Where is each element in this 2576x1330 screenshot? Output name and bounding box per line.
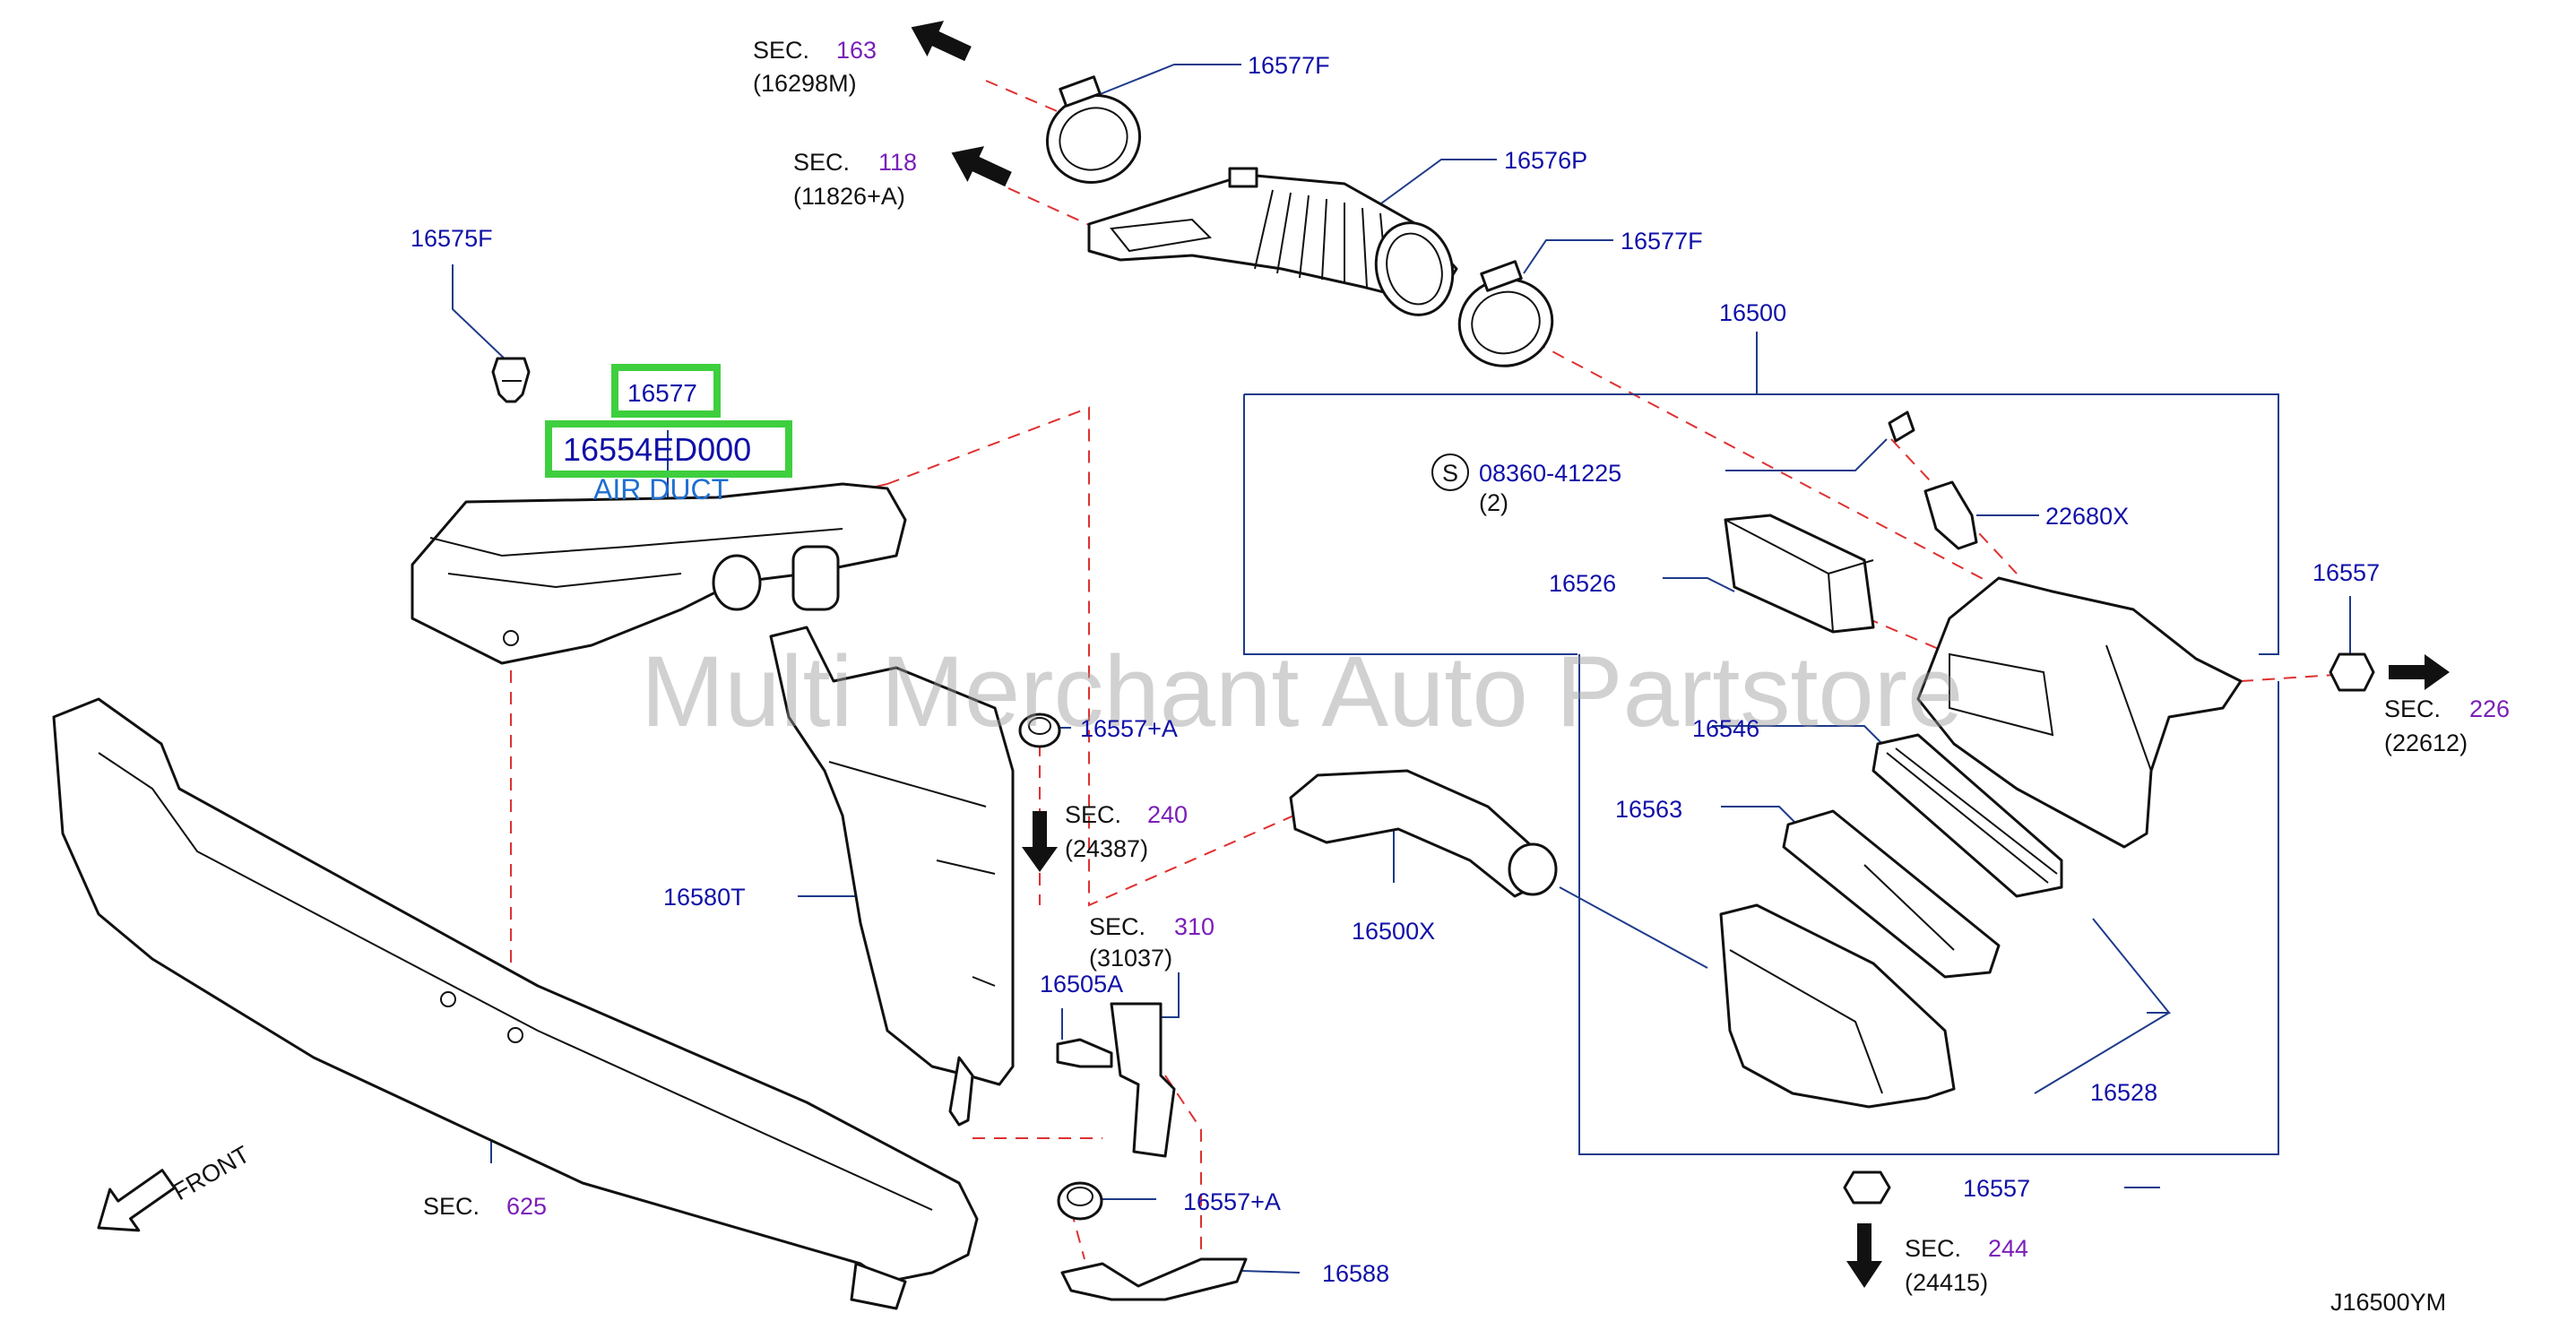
section-310: SEC. 310 (31037) — [1089, 913, 1215, 972]
highlight-air-duct: 16577 16554ED000 AIR DUCT — [545, 364, 792, 505]
label-16557-bottom: 16557 — [1963, 1175, 2030, 1202]
label-16577F-top: 16577F — [1248, 52, 1330, 79]
label-16577F-mid: 16577F — [1621, 228, 1703, 255]
sec163-num: 163 — [836, 37, 877, 64]
sec226-num: 226 — [2469, 695, 2510, 722]
arrow-sec240-icon — [1022, 811, 1058, 872]
highlight-part-number: 16554ED000 — [563, 431, 751, 468]
arrows — [97, 21, 2450, 1288]
sec244-sub: (24415) — [1905, 1269, 1988, 1296]
sec163-sub: (16298M) — [753, 70, 857, 97]
part-labels: 16577F 16576P 16577F 16575F 16500 S 0836… — [411, 52, 2380, 1287]
section-625: SEC. 625 — [423, 1193, 547, 1220]
part-clip-16575F — [491, 357, 531, 403]
sec244-word: SEC. — [1905, 1235, 1961, 1262]
label-16557-right: 16557 — [2312, 559, 2380, 586]
label-16500: 16500 — [1719, 299, 1786, 326]
part-hose-16576P — [1087, 167, 1458, 316]
sec118-word: SEC. — [793, 149, 850, 176]
label-16546: 16546 — [1692, 715, 1759, 742]
sec310-num: 310 — [1174, 913, 1215, 940]
label-16575F: 16575F — [411, 225, 493, 252]
diagram-code: J16500YM — [2330, 1289, 2446, 1316]
label-16505A: 16505A — [1040, 971, 1123, 998]
part-grommet-16557-right — [2329, 652, 2375, 692]
sec118-num: 118 — [878, 149, 917, 176]
arrow-sec244-icon — [1846, 1223, 1882, 1288]
arrow-front-icon — [97, 1169, 177, 1232]
part-grommet-16557-bottom — [1843, 1170, 1891, 1205]
part-air-cleaner-upper — [1916, 576, 2243, 849]
sec310-sub: (31037) — [1089, 945, 1172, 972]
label-16557A-bottom: 16557+A — [1183, 1188, 1281, 1215]
part-air-duct-16577 — [411, 482, 907, 665]
part-bracket-16588 — [1060, 1257, 1248, 1301]
label-16557A-top: 16557+A — [1080, 715, 1178, 742]
section-refs: SEC. 163 (16298M) SEC. 118 (11826+A) SEC… — [423, 37, 2510, 1296]
sec310-word: SEC. — [1089, 913, 1145, 940]
sec244-num: 244 — [1988, 1235, 2028, 1262]
label-16528: 16528 — [2090, 1079, 2157, 1106]
arrow-sec226-icon — [2389, 654, 2450, 690]
highlight-name: AIR DUCT — [593, 473, 729, 505]
sec240-num: 240 — [1147, 801, 1188, 828]
label-22680X: 22680X — [2045, 503, 2129, 530]
sec625-word: SEC. — [423, 1193, 480, 1220]
assembly-box-16500 — [1243, 332, 2279, 1155]
label-16580T: 16580T — [663, 884, 746, 911]
sec226-word: SEC. — [2384, 695, 2441, 722]
watermark: Multi Merchant Auto Partstore — [641, 635, 1963, 747]
sec240-sub: (24387) — [1065, 835, 1148, 862]
part-filter-16526 — [1724, 514, 1875, 634]
section-163: SEC. 163 (16298M) — [753, 37, 877, 97]
highlight-box-number — [545, 420, 792, 478]
label-16526: 16526 — [1549, 570, 1616, 597]
front-label: FRONT — [169, 1141, 255, 1205]
label-s-symbol: S — [1442, 460, 1458, 487]
part-clamp-16577F-mid — [1457, 260, 1554, 367]
part-duct-16500X — [1289, 769, 1558, 898]
label-16500X: 16500X — [1352, 918, 1435, 945]
part-bracket-16505A — [1056, 1002, 1176, 1158]
label-16563: 16563 — [1615, 796, 1682, 823]
highlight-part: 16577 — [627, 379, 697, 407]
highlight-box-part — [611, 364, 721, 418]
part-filter-element-16546 — [1871, 733, 2063, 898]
sec163-word: SEC. — [753, 37, 809, 64]
leader-lines — [452, 64, 2351, 1274]
part-bolt-08360 — [1888, 410, 1915, 443]
sec625-num: 625 — [506, 1193, 547, 1220]
sec226-sub: (22612) — [2384, 730, 2468, 756]
section-226: SEC. 226 (22612) — [2384, 695, 2510, 756]
part-air-cleaner-lower-16528 — [1719, 903, 1956, 1109]
section-118: SEC. 118 (11826+A) — [793, 149, 917, 210]
label-16588: 16588 — [1322, 1260, 1389, 1287]
part-grommet-16557A-bottom — [1057, 1181, 1103, 1221]
part-frame-16563 — [1782, 809, 2001, 979]
section-240: SEC. 240 (24387) — [1065, 801, 1188, 862]
s-symbol-icon — [1431, 453, 1469, 491]
arrow-sec118-icon — [951, 146, 1012, 187]
part-resonator-16580T — [769, 626, 1015, 1127]
arrow-sec163-icon — [911, 21, 972, 62]
label-08360-qty: (2) — [1479, 489, 1508, 516]
part-sensor-22680X — [1923, 480, 1978, 550]
label-08360-41225: 08360-41225 — [1479, 460, 1621, 487]
label-16576P: 16576P — [1504, 147, 1587, 174]
part-grommet-16557A-top — [1018, 712, 1061, 748]
sec118-sub: (11826+A) — [793, 183, 905, 210]
section-244: SEC. 244 (24415) — [1905, 1235, 2028, 1296]
sec240-word: SEC. — [1065, 801, 1121, 828]
part-clamp-16577F-top — [1045, 75, 1142, 184]
part-radiator-support — [52, 697, 979, 1310]
